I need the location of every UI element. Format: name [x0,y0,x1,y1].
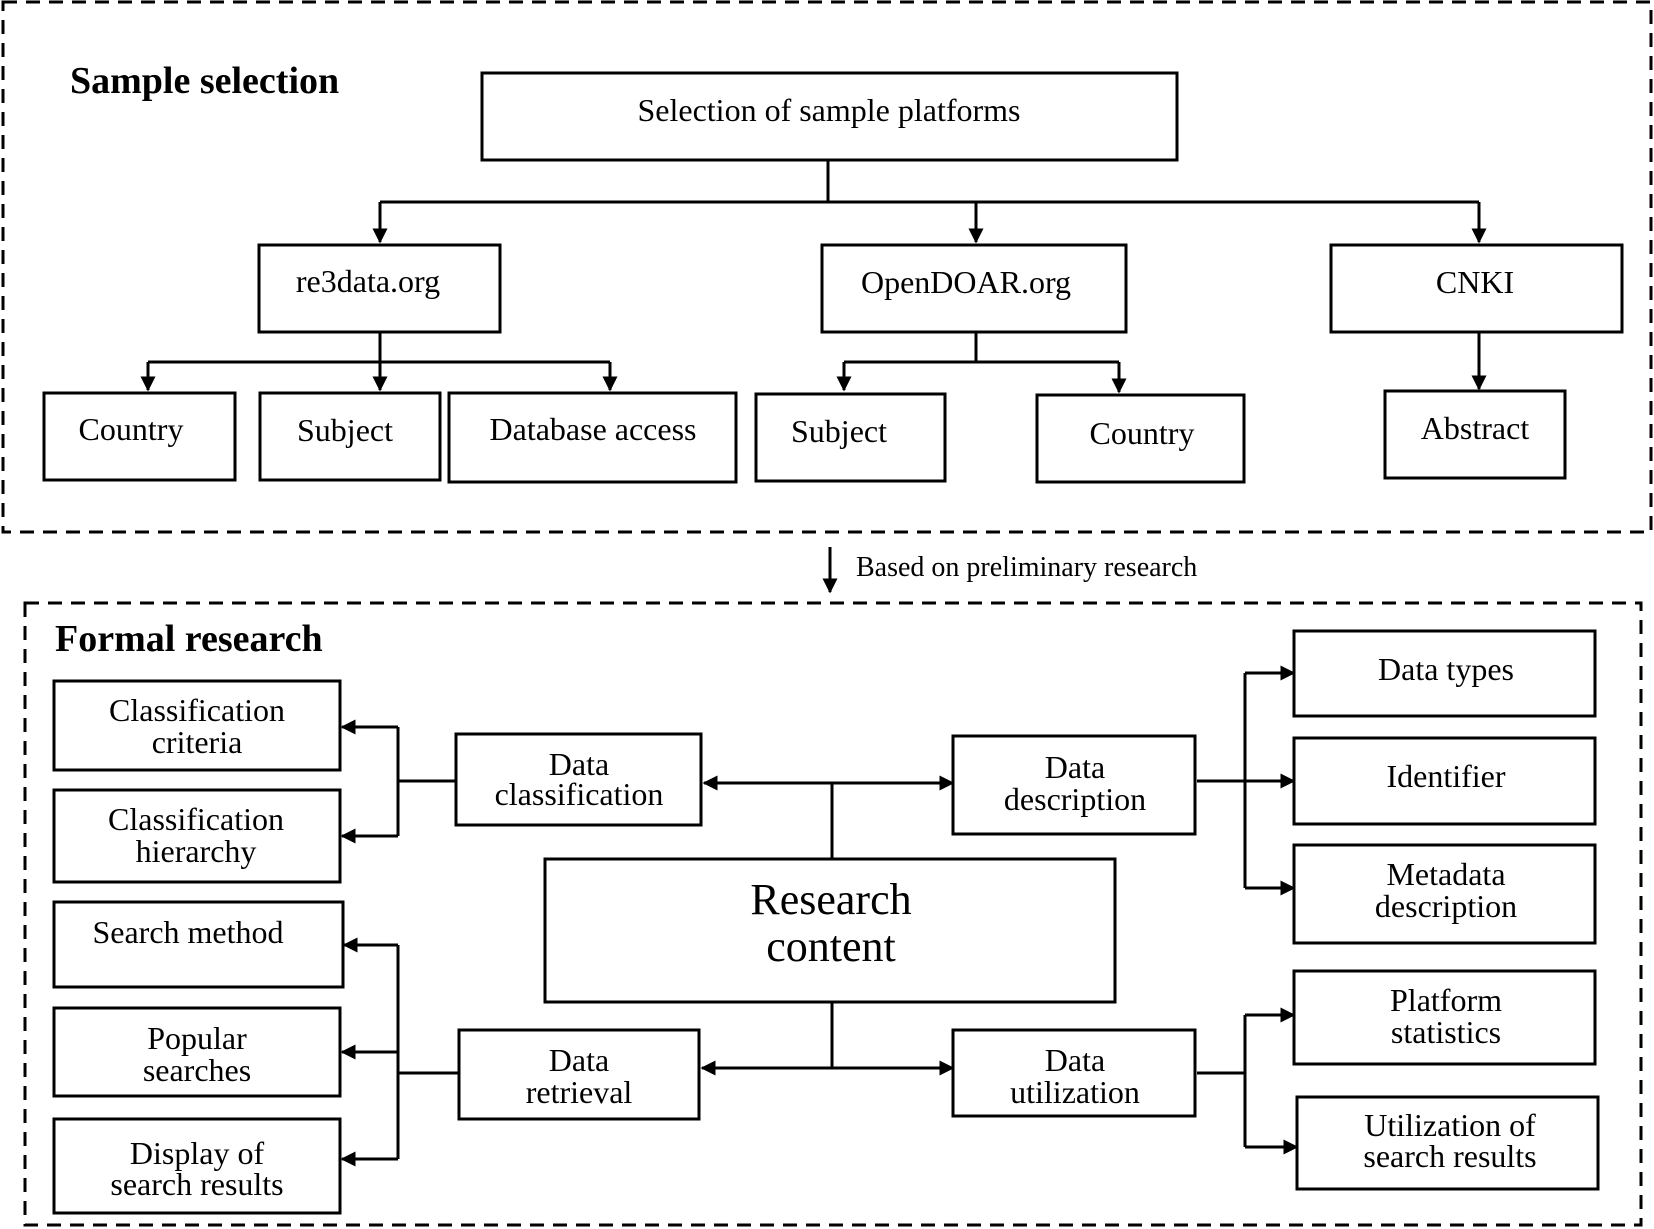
re3data-database-access-box [447,391,738,484]
data-utilization-box [951,1028,1197,1118]
research-content-box [543,857,1117,1004]
root-label: Selection of sample platforms [637,92,1020,128]
utilization-of-search-results-box [1295,1095,1600,1191]
re3data-subject-label: Subject [297,412,393,448]
classification-criteria-line1: Classification [109,692,285,728]
popular-searches-box [52,1006,342,1098]
platform-statistics-line2: statistics [1391,1014,1501,1050]
popular-searches-line1: Popular [147,1020,247,1056]
identifier-label: Identifier [1386,758,1505,794]
display-of-search-results-box [52,1117,342,1215]
re3data-label: re3data.org [296,263,440,299]
utilization-of-search-results-line1: Utilization of [1364,1107,1536,1143]
classification-hierarchy-line2: hierarchy [136,833,257,869]
opendoar-box [820,243,1128,334]
opendoar-country-box [1035,393,1246,484]
sample-tree-boxes [42,71,1624,484]
data-description-label-line2: description [1004,781,1146,817]
cnki-box [1329,243,1624,334]
data-utilization-label-line1: Data [1045,1042,1105,1078]
cnki-abstract-box [1383,389,1567,480]
data-classification-label-line1: Data [549,746,609,782]
re3data-box [257,243,502,334]
opendoar-subject-label: Subject [791,413,887,449]
search-method-label: Search method [92,914,283,950]
identifier-box [1292,736,1597,826]
data-retrieval-label-line2: retrieval [526,1074,633,1110]
formal-research-frame [23,601,1643,1227]
re3data-country-box [42,391,237,482]
display-of-search-results-line1: Display of [130,1135,265,1171]
re3data-country-label: Country [79,411,184,447]
re3data-database-access-label: Database access [490,411,697,447]
classification-criteria-box [52,679,342,772]
classification-criteria-line2: criteria [152,724,243,760]
metadata-description-line1: Metadata [1386,856,1505,892]
data-types-box [1292,629,1597,718]
platform-statistics-line1: Platform [1390,982,1502,1018]
popular-searches-line2: searches [143,1052,251,1088]
formal-connectors [340,665,1299,1167]
metadata-description-box [1292,843,1597,945]
data-types-label: Data types [1378,651,1514,687]
data-retrieval-label-line1: Data [549,1042,609,1078]
metadata-description-line2: description [1375,888,1517,924]
display-of-search-results-line2: search results [110,1166,283,1202]
sample-tree-labels: Selection of sample platforms re3data.or… [79,92,1530,451]
transition-label: Based on preliminary research [856,552,1197,583]
re3data-subject-box [258,391,442,482]
data-utilization-label-line2: utilization [1010,1074,1140,1110]
formal-labels: Research content Data classification Dat… [92,651,1536,1202]
classification-hierarchy-box [52,788,342,884]
opendoar-country-label: Country [1090,415,1195,451]
utilization-of-search-results-line2: search results [1363,1138,1536,1174]
classification-hierarchy-line1: Classification [108,801,284,837]
platform-statistics-box [1292,969,1597,1066]
sample-selection-title: Sample selection [70,60,339,102]
cnki-abstract-label: Abstract [1421,410,1530,446]
opendoar-subject-box [754,392,947,483]
data-description-label-line1: Data [1045,749,1105,785]
research-content-label-line1: Research [750,875,911,924]
research-content-label-line2: content [766,922,896,971]
formal-boxes [52,629,1600,1215]
sample-selection-frame [1,0,1653,534]
sample-tree-connectors [140,160,1487,394]
data-classification-label-line2: classification [495,776,664,812]
cnki-label: CNKI [1436,264,1514,300]
data-retrieval-box [457,1028,701,1121]
root-box [480,71,1179,162]
data-classification-box [454,732,703,827]
search-method-box [52,900,345,989]
data-description-box [951,734,1197,836]
opendoar-label: OpenDOAR.org [861,264,1071,300]
formal-research-title: Formal research [55,618,323,660]
